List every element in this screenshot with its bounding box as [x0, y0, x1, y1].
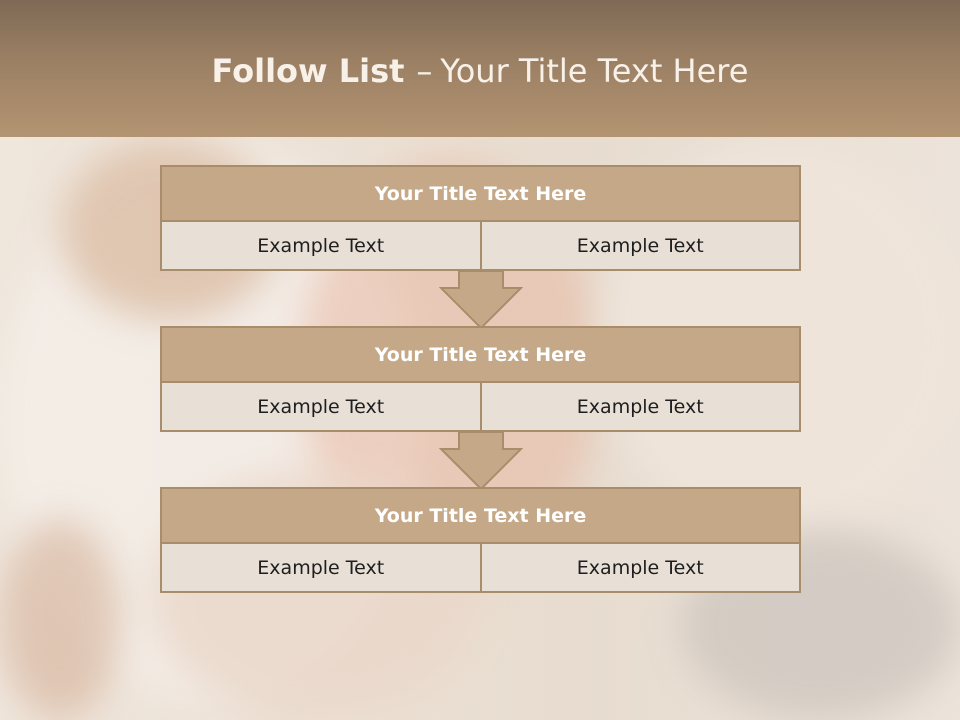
- block-row: Example Text Example Text: [160, 222, 801, 271]
- header-band: Follow List–Your Title Text Here: [0, 0, 960, 137]
- list-block-1: Your Title Text Here Example Text Exampl…: [160, 165, 801, 271]
- block-cell-right: Example Text: [481, 383, 801, 432]
- block-row: Example Text Example Text: [160, 383, 801, 432]
- block-cell-left: Example Text: [160, 222, 482, 271]
- slide-title: Follow List–Your Title Text Here: [0, 52, 960, 90]
- block-cell-right: Example Text: [481, 222, 801, 271]
- block-cell-left: Example Text: [160, 544, 482, 593]
- block-cell-right: Example Text: [481, 544, 801, 593]
- block-row: Example Text Example Text: [160, 544, 801, 593]
- title-dash: –: [416, 52, 433, 90]
- block-heading: Your Title Text Here: [160, 326, 801, 383]
- photo-region: [0, 520, 120, 720]
- down-arrow-icon: [439, 431, 523, 491]
- title-bold: Follow List: [211, 52, 405, 90]
- list-block-3: Your Title Text Here Example Text Exampl…: [160, 487, 801, 593]
- title-rest: Your Title Text Here: [440, 52, 749, 90]
- block-heading: Your Title Text Here: [160, 165, 801, 222]
- list-block-2: Your Title Text Here Example Text Exampl…: [160, 326, 801, 432]
- block-cell-left: Example Text: [160, 383, 482, 432]
- block-heading: Your Title Text Here: [160, 487, 801, 544]
- down-arrow-icon: [439, 270, 523, 330]
